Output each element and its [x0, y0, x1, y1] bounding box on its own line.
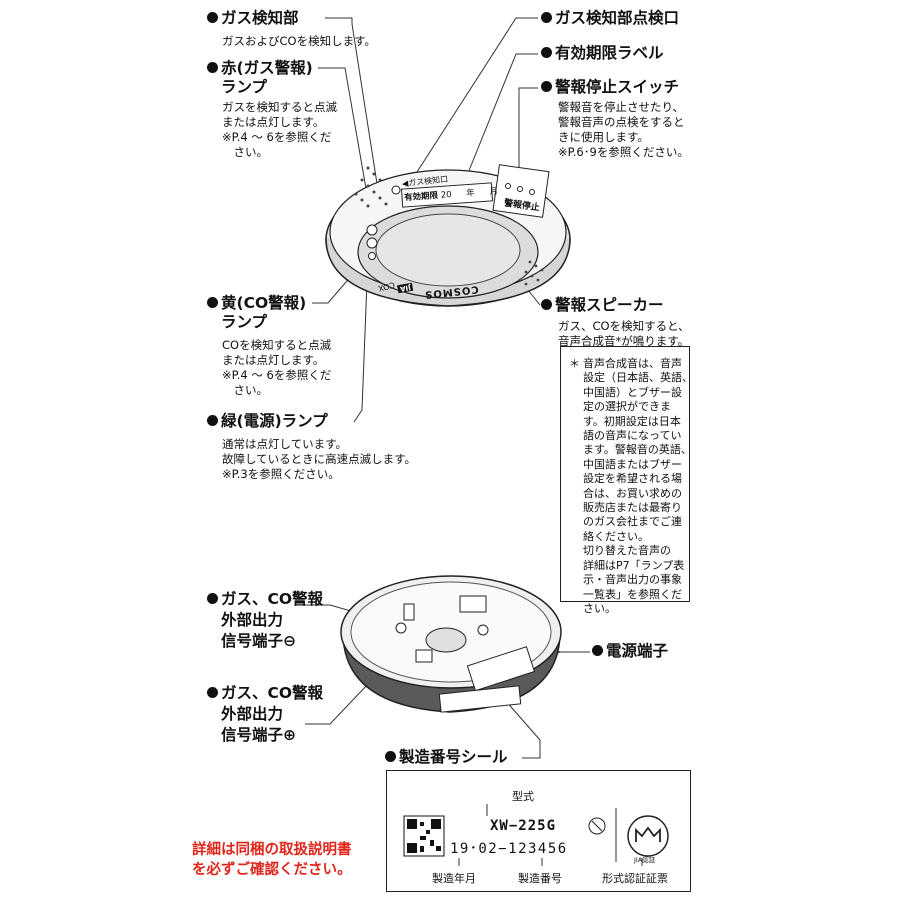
stop-switch-title: 警報停止スイッチ	[541, 78, 679, 97]
yellow-lamp-desc: COを検知すると点滅 または点灯します。 ※P.4 ～ 6を参照くだ さい。	[222, 338, 332, 397]
manual-notice: 詳細は同梱の取扱説明書 を必ずご確認ください。	[192, 842, 352, 878]
power-terminal-title: 電源端子	[592, 642, 668, 661]
bullet-icon	[541, 47, 552, 58]
bullet-icon	[207, 12, 218, 23]
minus-terminal-icon: ⊖	[283, 632, 297, 650]
plus-terminal-icon: ⊕	[283, 726, 297, 744]
bullet-icon	[207, 687, 218, 698]
bullet-icon	[207, 62, 218, 73]
expiry-label-title: 有効期限ラベル	[541, 44, 664, 63]
caption-manufacture-date: 製造年月	[432, 872, 476, 885]
model-caption: 型式	[512, 790, 534, 803]
bullet-icon	[541, 12, 552, 23]
jia-cert-icon	[627, 815, 669, 857]
speaker-desc: ガス、COを検知すると、 音声合成音*が鳴ります。	[558, 319, 690, 348]
stop-switch-desc: 警報音を停止させたり、 警報音声の点検をすると きに使用します。 ※P.6･9を…	[558, 100, 689, 159]
bullet-icon	[592, 645, 603, 656]
caption-serial-number: 製造番号	[518, 872, 562, 885]
serial-seal-sample	[386, 770, 691, 892]
detector-bottom-view	[340, 575, 562, 713]
gas-recycle-icon	[588, 817, 606, 835]
bullet-icon	[541, 81, 552, 92]
output-minus-title: ガス、CO警報 外部出力 信号端子⊖	[207, 589, 323, 652]
yellow-lamp-title: 黄(CO警報) ランプ	[207, 294, 306, 332]
red-lamp-title: 赤(ガス警報) ランプ	[207, 59, 313, 97]
red-lamp-desc: ガスを検知すると点滅 または点灯します。 ※P.4 ～ 6を参照くだ さい。	[222, 100, 337, 159]
bullet-icon	[207, 415, 218, 426]
expiry-tsuki: 月	[489, 186, 499, 198]
check-port-title: ガス検知部点検口	[541, 9, 679, 28]
caption-cert-mark: 形式認証証票	[602, 872, 668, 885]
bullet-icon	[385, 751, 396, 762]
gas-detector-desc: ガスおよびCOを検知します。	[222, 34, 376, 48]
serial-number: 19･02−123456	[450, 841, 568, 857]
qr-code-icon	[403, 815, 445, 857]
voice-setting-note: ＊ 音声合成音は、音声 設定（日本語、英語、 中国語）とブザー設 定の選択ができ…	[560, 346, 693, 615]
serial-seal-title: 製造番号シール	[385, 748, 508, 767]
expiry-nen: 年	[465, 188, 476, 199]
note-text: 音声合成音は、音声 設定（日本語、英語、 中国語）とブザー設 定の選択ができま …	[583, 357, 693, 615]
bullet-icon	[207, 297, 218, 308]
note-mark: ＊	[569, 357, 580, 370]
expiry-year: 20	[440, 189, 452, 201]
speaker-title: 警報スピーカー	[541, 296, 664, 315]
bullet-icon	[541, 299, 552, 310]
bullet-icon	[207, 593, 218, 604]
green-lamp-title: 緑(電源)ランプ	[207, 412, 328, 431]
output-plus-title: ガス、CO警報 外部出力 信号端子⊕	[207, 683, 323, 746]
gas-detector-title: ガス検知部	[207, 9, 299, 28]
green-lamp-desc: 通常は点灯しています。 故障しているときに高速点滅します。 ※P.3を参照くださ…	[222, 437, 417, 481]
detector-top-view	[325, 164, 571, 307]
jia-cert-mark: JIA認証	[634, 856, 656, 864]
model-number: XW−225G	[490, 818, 557, 834]
